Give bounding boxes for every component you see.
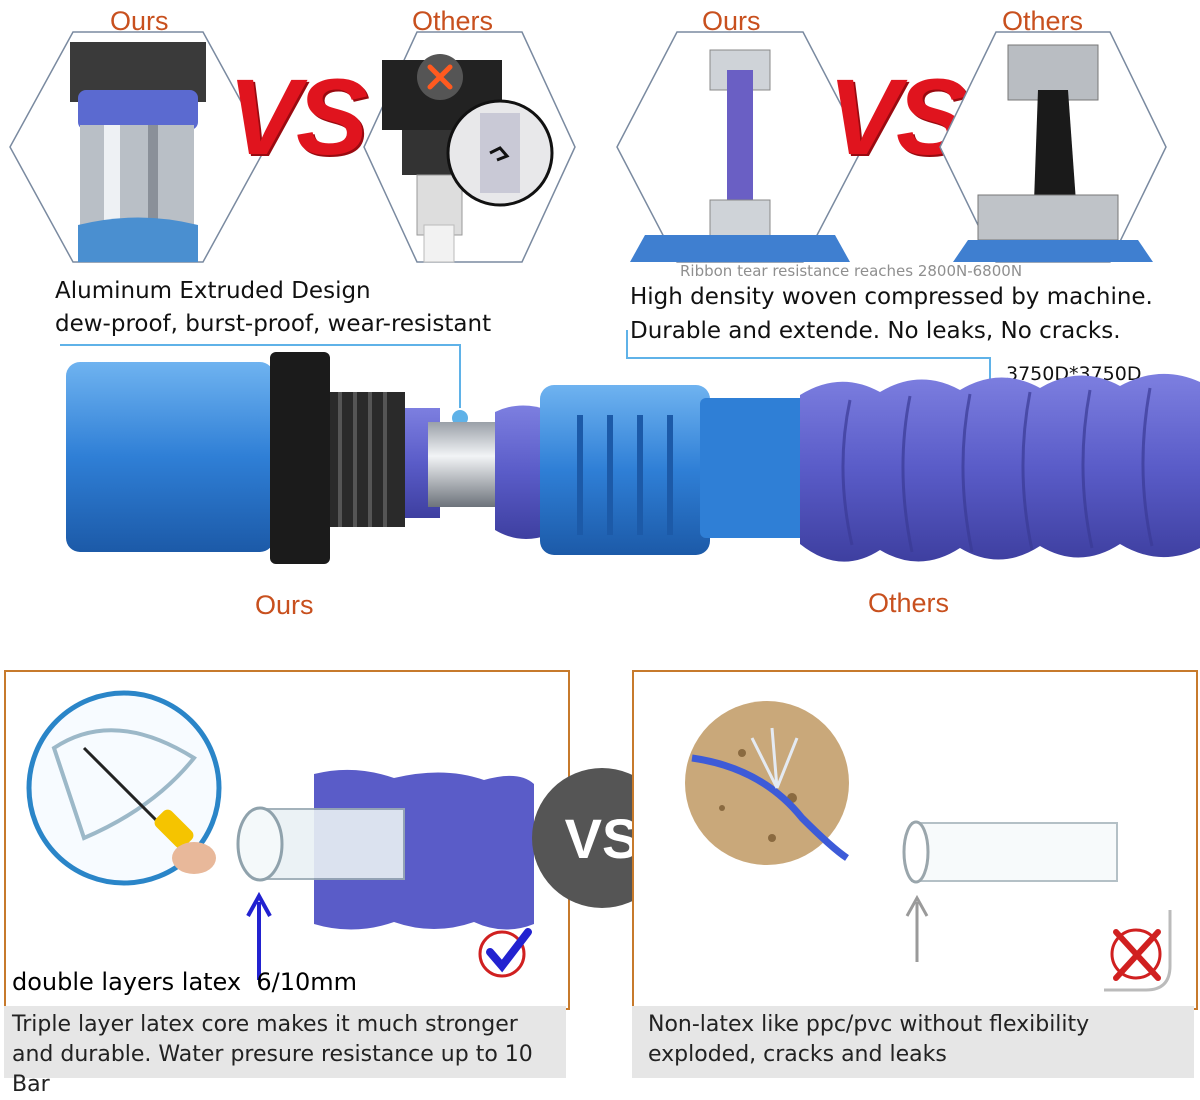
aluminum-subtitle: dew-proof, burst-proof, wear-resistant (55, 311, 492, 337)
ours-ribbon-test-hexagon (616, 31, 864, 263)
ours-caption-line-1: Triple layer latex core makes it much st… (12, 1012, 518, 1037)
ours-caption-line-2: and durable. Water presure resistance up… (12, 1042, 533, 1097)
top-left-ours-label: Ours (110, 6, 169, 36)
top-left-others-label: Others (412, 6, 494, 36)
hose-others-label: Others (868, 588, 950, 618)
woven-line-2: Durable and extende. No leaks, No cracks… (630, 318, 1121, 344)
pvc-tube-illustration (902, 820, 1118, 884)
others-caption-line-1: Non-latex like ppc/pvc without flexibili… (648, 1012, 1090, 1037)
top-left-vs-text: VS (228, 56, 368, 177)
ours-latex-caption: Triple layer latex core makes it much st… (4, 1006, 566, 1097)
up-arrow-icon (905, 894, 929, 962)
ours-latex-panel: double layers latex 6/10mm (4, 670, 570, 1010)
latex-tube-illustration (236, 769, 534, 930)
hose-ours-label: Ours (255, 590, 314, 620)
woven-spec: 3750D*3750D (1006, 363, 1142, 385)
aluminum-title: Aluminum Extruded Design (55, 278, 371, 304)
others-pvc-panel (632, 670, 1198, 1010)
leaking-hose-illustration (685, 701, 849, 865)
others-ribbon-test-hexagon (939, 31, 1167, 263)
ours-connector-hexagon (9, 31, 267, 263)
woven-line-1: High density woven compressed by machine… (630, 284, 1153, 310)
x-mark-icon (417, 54, 463, 100)
others-pvc-caption: Non-latex like ppc/pvc without flexibili… (632, 1006, 1194, 1078)
others-caption-line-2: exploded, cracks and leaks (648, 1042, 947, 1067)
hose-illustration (60, 330, 1200, 564)
top-right-ours-label: Ours (702, 6, 761, 36)
checkmark-icon (478, 928, 532, 978)
bottom-vs-text: VS (564, 806, 640, 870)
failed-connector-magnifier (446, 99, 554, 207)
ribbon-tear-caption: Ribbon tear resistance reaches 2800N-680… (680, 262, 1023, 280)
latex-label: double layers latex 6/10mm (12, 968, 358, 996)
latex-magnifier-illustration (26, 690, 222, 886)
up-arrow-icon (246, 892, 272, 980)
cross-mark-icon (1104, 910, 1172, 992)
top-right-others-label: Others (1002, 6, 1084, 36)
